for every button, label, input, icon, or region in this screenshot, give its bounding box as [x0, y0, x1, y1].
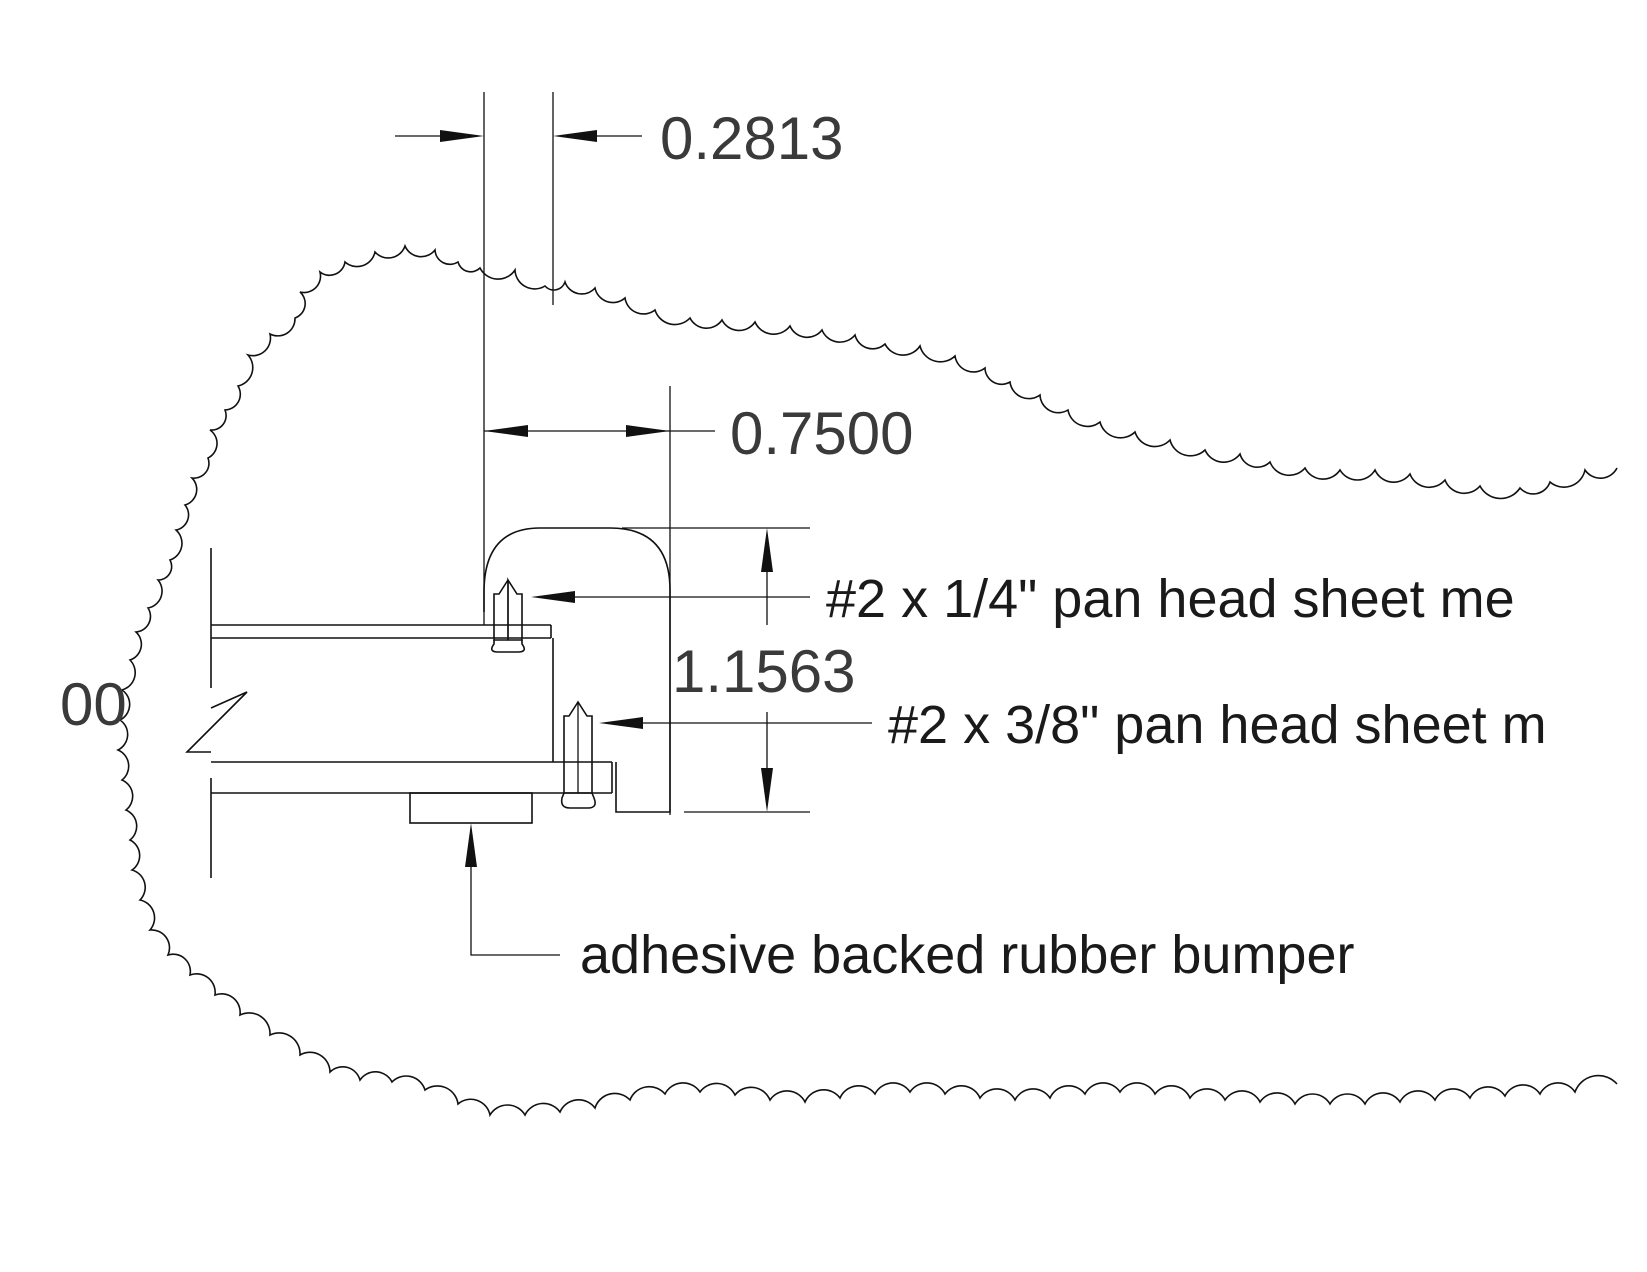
- leader-arrowhead: [599, 717, 643, 729]
- arrowhead: [761, 528, 773, 572]
- screw-lower: [560, 700, 596, 809]
- screw-lower-head: [560, 792, 596, 809]
- assembly-section: [185, 527, 671, 878]
- dimension-vertical-height: 1.1563: [622, 527, 856, 813]
- dimension-text-cut-left: 00: [60, 671, 127, 738]
- arrowhead: [761, 768, 773, 812]
- leader-arrowhead: [531, 591, 575, 603]
- break-symbol: [185, 691, 248, 753]
- leader-arrowhead: [465, 823, 477, 867]
- note-screw-upper: #2 x 1/4" pan head sheet me: [531, 569, 1515, 629]
- right-clip-mask: [1619, 0, 1647, 1272]
- dimension-text-horizontal-span: 0.7500: [730, 400, 914, 467]
- note-text-screw-upper: #2 x 1/4" pan head sheet me: [826, 569, 1515, 629]
- revision-cloud: [116, 243, 1618, 1118]
- note-bumper: adhesive backed rubber bumper: [465, 823, 1355, 985]
- dimension-text-top-gap: 0.2813: [660, 105, 844, 172]
- screw-upper-body-left: [493, 579, 509, 641]
- note-text-bumper: adhesive backed rubber bumper: [580, 925, 1355, 985]
- dimension-horizontal-span: 0.7500: [484, 386, 914, 815]
- arrowhead: [440, 130, 484, 142]
- leader-line: [470, 867, 560, 956]
- arrowhead: [484, 425, 528, 437]
- screw-upper: [490, 577, 526, 653]
- arrowhead: [626, 425, 670, 437]
- bent-cover: [483, 527, 671, 813]
- rubber-bumper: [409, 792, 533, 824]
- dimension-text-vertical-height: 1.1563: [672, 638, 856, 705]
- dimension-top-gap: 0.2813: [395, 92, 844, 625]
- screw-upper-head: [490, 640, 526, 653]
- note-text-screw-lower: #2 x 3/8" pan head sheet m: [888, 695, 1547, 755]
- note-screw-lower: #2 x 3/8" pan head sheet m: [599, 695, 1547, 755]
- arrowhead: [553, 130, 597, 142]
- screw-upper-body: [507, 577, 523, 641]
